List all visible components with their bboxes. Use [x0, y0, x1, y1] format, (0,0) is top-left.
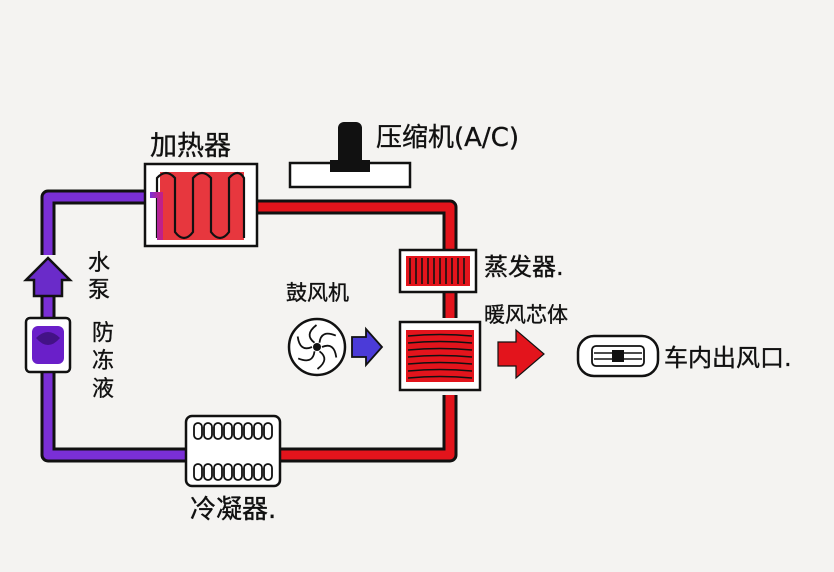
fan-hub	[313, 343, 321, 351]
labels: 加热器 压缩机(A/C) 蒸发器. 鼓风机 暖风芯体 水 泵 防 冻 液 冷凝器…	[88, 123, 792, 525]
water-pump	[22, 256, 74, 374]
condenser-fin	[243, 463, 253, 481]
condenser-fin	[233, 422, 243, 440]
fan-blades-icon	[296, 324, 338, 370]
evaporator	[398, 248, 478, 294]
heater-core	[398, 320, 482, 392]
condenser-fin	[233, 463, 243, 481]
condenser-fin	[213, 463, 223, 481]
condenser	[184, 414, 282, 488]
fan-blade	[296, 336, 313, 350]
compressor-collar	[330, 160, 370, 172]
label-antifreeze-1: 防	[92, 321, 114, 346]
evaporator-fins	[409, 258, 465, 284]
label-blower: 鼓风机	[286, 281, 349, 305]
pipe-top-right	[255, 202, 455, 250]
heater	[143, 162, 259, 248]
vent-grille	[591, 345, 645, 367]
heater-core-line	[407, 375, 473, 379]
condenser-fin	[193, 463, 203, 481]
condenser-fins	[193, 422, 273, 481]
label-heater-core: 暖风芯体	[484, 303, 568, 327]
condenser-box	[184, 414, 282, 488]
cabin-outlet	[497, 328, 660, 380]
fan-blade	[321, 344, 338, 358]
condenser-fin	[253, 463, 263, 481]
heater-core-line	[407, 354, 473, 358]
heater-core-line	[407, 361, 473, 365]
label-water-pump-2: 泵	[88, 278, 110, 303]
airflow-arrow-right-icon	[351, 326, 384, 368]
label-antifreeze-2: 冻	[92, 349, 114, 374]
label-cabin-vent: 车内出风口.	[664, 344, 792, 372]
heater-coil	[155, 171, 246, 240]
condenser-fin	[253, 422, 263, 440]
pipe-bottom-right	[278, 395, 455, 460]
pipe-outline-top-right	[255, 199, 458, 250]
pump-arrow-up-icon	[22, 256, 74, 298]
compressor-shaft	[338, 122, 362, 168]
condenser-fin	[193, 422, 203, 440]
heater-inlet	[150, 192, 163, 240]
condenser-fin	[203, 463, 213, 481]
blower	[287, 317, 384, 377]
label-antifreeze-3: 液	[92, 377, 114, 402]
condenser-fin	[223, 463, 233, 481]
condenser-fin	[243, 422, 253, 440]
compressor	[288, 122, 412, 189]
heater-core-line	[407, 347, 473, 351]
label-compressor: 压缩机(A/C)	[376, 123, 519, 153]
label-condenser: 冷凝器.	[190, 495, 276, 525]
heater-core-line	[407, 340, 473, 344]
fan-blade	[308, 324, 318, 344]
label-water-pump-1: 水	[88, 251, 110, 276]
outlet-arrow-right-icon	[497, 328, 545, 380]
heater-fill	[160, 172, 244, 240]
label-evaporator: 蒸发器.	[484, 253, 564, 281]
condenser-fin	[223, 422, 233, 440]
fan-blade	[316, 350, 326, 370]
condenser-fin	[263, 463, 273, 481]
label-heater: 加热器	[150, 131, 231, 162]
heater-core-line	[407, 333, 473, 337]
condenser-fin	[203, 422, 213, 440]
fan-blade	[297, 351, 316, 362]
condenser-fin	[263, 422, 273, 440]
fan-blade	[318, 332, 337, 343]
heater-core-line	[407, 368, 473, 372]
condenser-fin	[213, 422, 223, 440]
heater-core-lines	[407, 333, 473, 379]
pipe-top-left	[43, 190, 155, 255]
pipe-outline-bottom-right	[278, 395, 458, 463]
vent-knob	[612, 350, 624, 362]
pump-impeller-icon	[36, 332, 60, 345]
